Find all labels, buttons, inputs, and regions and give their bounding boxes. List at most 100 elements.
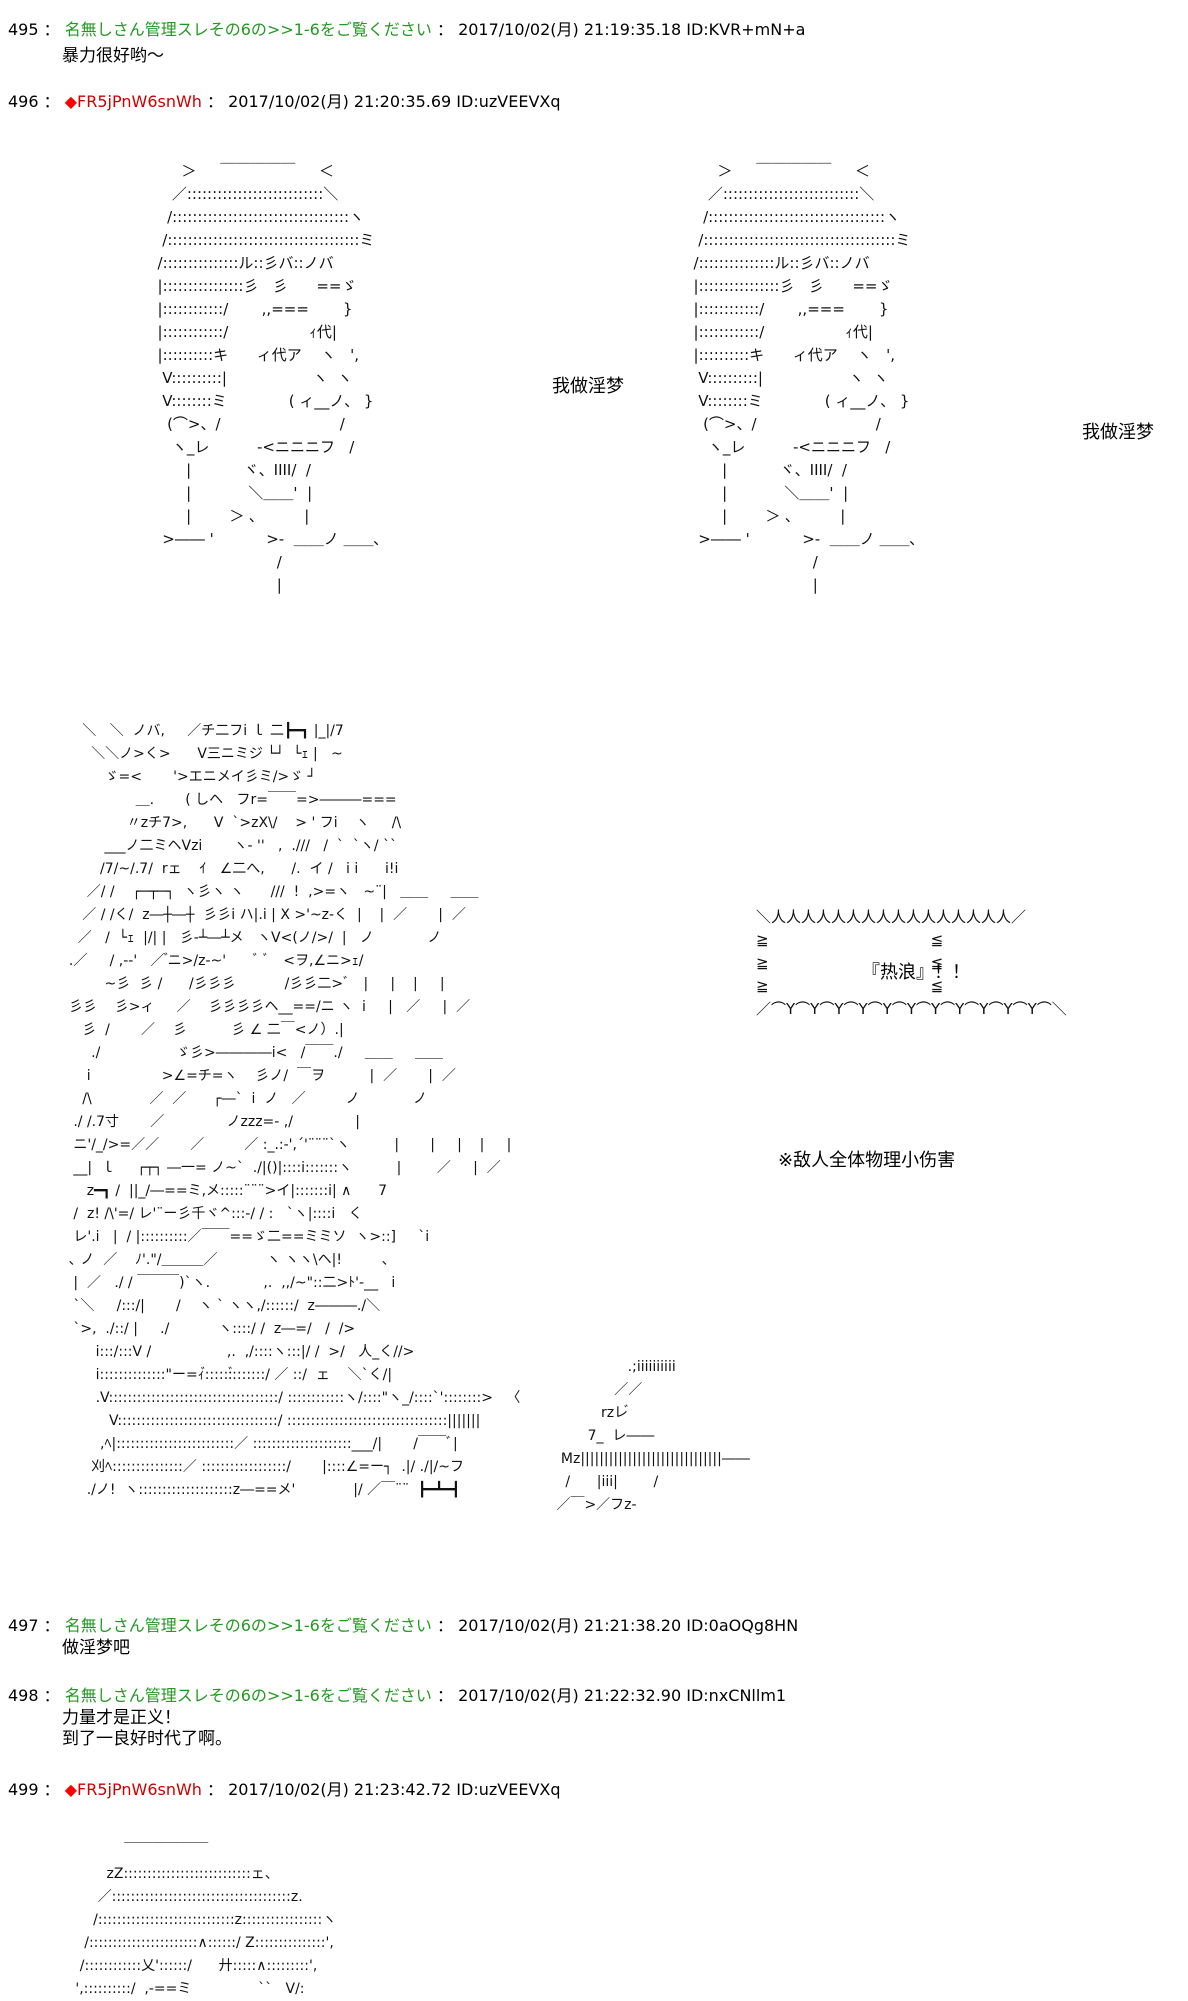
aa-line: ヽ_レ -<ニニニフ / xyxy=(684,438,891,456)
aa-line: /\ ／ ／ ┌―` i ノ ／ ノ ノ xyxy=(60,1091,428,1107)
aa-line: | ＼＿＿' | xyxy=(148,484,313,502)
poster-name[interactable]: 名無しさん管理スレその6の>>1-6をご覧ください xyxy=(64,1686,432,1705)
aa-line: ヽ_レ -<ニニニフ / xyxy=(148,438,355,456)
aa-line: ニ'/_/>=／／ ／ ／ :_.:-',´'¨¨¨`ヽ | | | | | xyxy=(60,1137,512,1153)
aa-line: ＼人人人人人人人人人人人人人人人人／ xyxy=(756,908,1027,926)
aa-line: `>, ./::/ | ./ ヽ::::/ / z―=/ / /> xyxy=(60,1321,356,1337)
aa-line: /:::::::::::::::ル::彡バ::ノバ xyxy=(148,254,334,272)
aa-line: ＞ ￣￣￣￣￣ ＜ xyxy=(148,162,335,180)
aa-line: ／ / └ｪ |/| | 彡‐┴―┴メ ヽV<(ノ/>/ | ノ ノ xyxy=(60,930,442,946)
aa-line: ／:::::::::::::::::::::::::::＼ xyxy=(684,185,875,203)
aa-line: .V::::::::::::::::::::::::::::::::::::/ … xyxy=(60,1390,521,1406)
aa-line: V::::::::::::::::::::::::::::::::::/ :::… xyxy=(60,1413,481,1429)
body-line: 暴力很好哟～ xyxy=(62,46,164,66)
aa-line: ＼＼ノ>く> V三ニミジ └┘ └ｪ | ~ xyxy=(60,746,343,762)
aa-line: ./ ゞ彡>――――i< /￣￣./ ＿＿ ＿＿ xyxy=(60,1045,444,1061)
aa-line: V::::::::::| ヽ ヽ xyxy=(684,369,889,387)
post-number[interactable]: 497 xyxy=(8,1616,39,1635)
speech-text: 『热浪』！！ xyxy=(862,962,970,983)
aa-line: |::::::::::::/ ｨ代| xyxy=(684,323,873,341)
aa-line: ＞ ￣￣￣￣￣ ＜ xyxy=(684,162,871,180)
poster-name[interactable]: 名無しさん管理スレその6の>>1-6をご覧ください xyxy=(64,20,432,39)
post-meta: 2017/10/02(月) 21:22:32.90 ID:nxCNllm1 xyxy=(458,1686,787,1705)
aa-line: V::::::::::| ヽ ヽ xyxy=(148,369,353,387)
aa-line: Mz||||||||||||||||||||||||||||||―― xyxy=(552,1451,750,1467)
aa-line: レ'.i | / |::::::::::／￣￣==ゞ二==ミミソ ヽ>::] `… xyxy=(60,1229,430,1245)
aa-line: i >∠=チ=ヽ 彡ノ/ ￣ヲ | ／ | ／ xyxy=(60,1068,456,1084)
aa-line: ___ノ二ミヘVzi ヽ‐ '' , ./// / ` `ヽ/ `` xyxy=(60,838,398,854)
aa-line: | ＼＿＿' | xyxy=(684,484,849,502)
caption-right: 我做淫梦 xyxy=(1082,422,1154,443)
aa-line: ､ ノ ／ ﾉ'."/＿＿＿／ ヽ ヽヽ\ヘ|! ､ xyxy=(60,1252,390,1268)
body-line: 到了一良好时代了啊。 xyxy=(62,1729,232,1749)
post-meta: 2017/10/02(月) 21:23:42.72 ID:uzVEEVXq xyxy=(228,1780,561,1799)
aa-line: ／/ / ┌─┬─┐ ヽ彡ヽ ヽ /// ! ,>=ヽ ~¨| ＿＿ ＿＿ xyxy=(60,884,479,900)
body-line: 力量才是正义！ xyxy=(62,1708,181,1728)
aa-line: /:::::::::::::::::::::::::::::::::::ヽ xyxy=(684,208,901,226)
post-header-499: 499 ： ◆FR5jPnW6snWh ： 2017/10/02(月) 21:2… xyxy=(8,1780,561,1799)
aa-line: |::::::::::::/ ,,=== } xyxy=(684,300,889,318)
post-body-498: 力量才是正义！ 到了一良好时代了啊。 xyxy=(62,1708,232,1750)
aa-line: |::::::::::キ ィ代ア ヽ ', xyxy=(148,346,360,364)
aa-line: | ＞ ､ | xyxy=(148,507,310,525)
aa-line: .;iiiiiiiiii xyxy=(552,1359,676,1375)
post-body-497: 做淫梦吧 xyxy=(62,1638,130,1659)
body-line: 做淫梦吧 xyxy=(62,1638,130,1658)
speech-bubble: ＼人人人人人人人人人人人人人人人人／≧ ≦≧ ≦≧ ≦／⌒Y⌒Y⌒Y⌒Y⌒Y⌒Y… xyxy=(756,906,1067,1021)
aa-line: ,ﾍ|:::::::::::::::::::::::::／ ::::::::::… xyxy=(60,1436,458,1452)
aa-line: zZ:::::::::::::::::::::::::::ェ、 xyxy=(62,1866,279,1882)
post-number[interactable]: 496 xyxy=(8,92,39,111)
aa-line: ￣￣￣￣￣￣ xyxy=(62,1843,209,1859)
post-meta: 2017/10/02(月) 21:21:38.20 ID:0aOQg8HN xyxy=(458,1616,799,1635)
trip-code[interactable]: FR5jPnW6snWh xyxy=(77,1780,202,1799)
aa-line: 7_ レ―― xyxy=(552,1428,655,1444)
post-header-498: 498 ： 名無しさん管理スレその6の>>1-6をご覧ください ： 2017/1… xyxy=(8,1686,787,1705)
aa-line: >―― ' >- ＿＿ノ ＿＿､ xyxy=(148,530,381,548)
post-number[interactable]: 498 xyxy=(8,1686,39,1705)
aa-line: (⌒>、/ / xyxy=(148,415,345,433)
aa-line: V::::::::ミ ( ィ__ノ、 } xyxy=(148,392,374,410)
aa-line: /::::::::::::乂'::::::/ 廾:::::∧:::::::::'… xyxy=(62,1958,318,1974)
aa-line: ゞ=< '>エニメイ彡ミ/>ゞ ┘ xyxy=(60,769,317,785)
aa-line: (⌒>、/ / xyxy=(684,415,881,433)
trip-diamond-icon: ◆ xyxy=(64,1780,78,1799)
aa-line: ~彡 彡 / /彡彡彡 /彡彡二>ﾞ | | | | xyxy=(60,976,445,992)
ascii-art-face-right: ＞ ￣￣￣￣￣ ＜ ／:::::::::::::::::::::::::::＼ … xyxy=(684,160,917,597)
ascii-art-face-left: ＞ ￣￣￣￣￣ ＜ ／:::::::::::::::::::::::::::＼ … xyxy=(148,160,381,597)
aa-line: `＼ /:::/| / ヽ ` ヽヽ,/::::::/ z―――./＼ xyxy=(60,1298,381,1314)
aa-line: / z! /\'=/ レ'¨ー彡千ヾ^:::-/ / : `ヽ|::::i く xyxy=(60,1206,363,1222)
post-body-495: 暴力很好哟～ xyxy=(62,46,164,67)
aa-line: | ヾ、IIII/ / xyxy=(148,461,311,479)
post-number[interactable]: 499 xyxy=(8,1780,39,1799)
aa-line: | xyxy=(684,576,818,594)
aa-line: /:::::::::::::::ル::彡バ::ノバ xyxy=(684,254,870,272)
aa-line: i::::::::::::::"ー=ｨ゙::::::゙:::::::/ ／ ::… xyxy=(60,1367,393,1383)
aa-line: 彡彡 彡>ィ ／ 彡彡彡彡ヘ__==/ニ ヽ i | ／ | ／ xyxy=(60,999,471,1015)
aa-line: ≧ ≦ xyxy=(756,954,944,972)
aa-line: /:::::::::::::::::::::::::::::::::::ヽ xyxy=(148,208,365,226)
aa-line: ／⌒Y⌒Y⌒Y⌒Y⌒Y⌒Y⌒Y⌒Y⌒Y⌒Y⌒Y⌒＼ xyxy=(756,1000,1067,1018)
aa-line: |::::::::::::/ ｨ代| xyxy=(148,323,337,341)
aa-line: | ＞ ､ | xyxy=(684,507,846,525)
aa-line: /7/~/.7/ rェ ｲ ∠二へ, /. イ / i i i!i xyxy=(60,861,399,877)
aa-line: __| ｌ ┌┬┐ ―一= ノ~` ./|()|::::i:::::::ヽ | … xyxy=(60,1160,501,1176)
aa-line: ／￣>／フz- xyxy=(552,1497,637,1513)
aa-line: ≧ ≦ xyxy=(756,977,944,995)
post-number[interactable]: 495 xyxy=(8,20,39,39)
trip-code[interactable]: FR5jPnW6snWh xyxy=(77,92,202,111)
poster-name[interactable]: 名無しさん管理スレその6の>>1-6をご覧ください xyxy=(64,1616,432,1635)
aa-line: ',::::::::::/ ,-==ミ `` V/: xyxy=(62,1981,305,1997)
aa-line: 彡 / ／ 彡 彡 ∠ 二￣<ノ）.| xyxy=(60,1022,344,1038)
aa-line: / xyxy=(684,553,818,571)
aa-line: ／::::::::::::::::::::::::::::::::::::::z… xyxy=(62,1889,303,1905)
aa-line: ／:::::::::::::::::::::::::::＼ xyxy=(148,185,339,203)
post-meta: 2017/10/02(月) 21:19:35.18 ID:KVR+mN+a xyxy=(458,20,806,39)
aa-line: rzレ゙ xyxy=(552,1405,629,1421)
aa-line: z━┓ / ||_/―==ミ,メ:::::¨¨¨>イ|:::::::i| ∧ 7 xyxy=(60,1183,387,1199)
aa-line: >―― ' >- ＿＿ノ ＿＿､ xyxy=(684,530,917,548)
aa-line: /:::::::::::::::::::::::∧::::::/ Z::::::… xyxy=(62,1935,334,1951)
post-header-496: 496 ： ◆FR5jPnW6snWh ： 2017/10/02(月) 21:2… xyxy=(8,92,561,111)
aa-line: |::::::::::::::::彡 彡 ==ゞ xyxy=(148,277,357,295)
aa-line: 刈ﾍ:::::::::::::::／ ::::::::::::::::::/ |… xyxy=(60,1459,464,1475)
aa-line: ./ /.7寸 ／ ノzzz=- ,/ | xyxy=(60,1114,360,1130)
